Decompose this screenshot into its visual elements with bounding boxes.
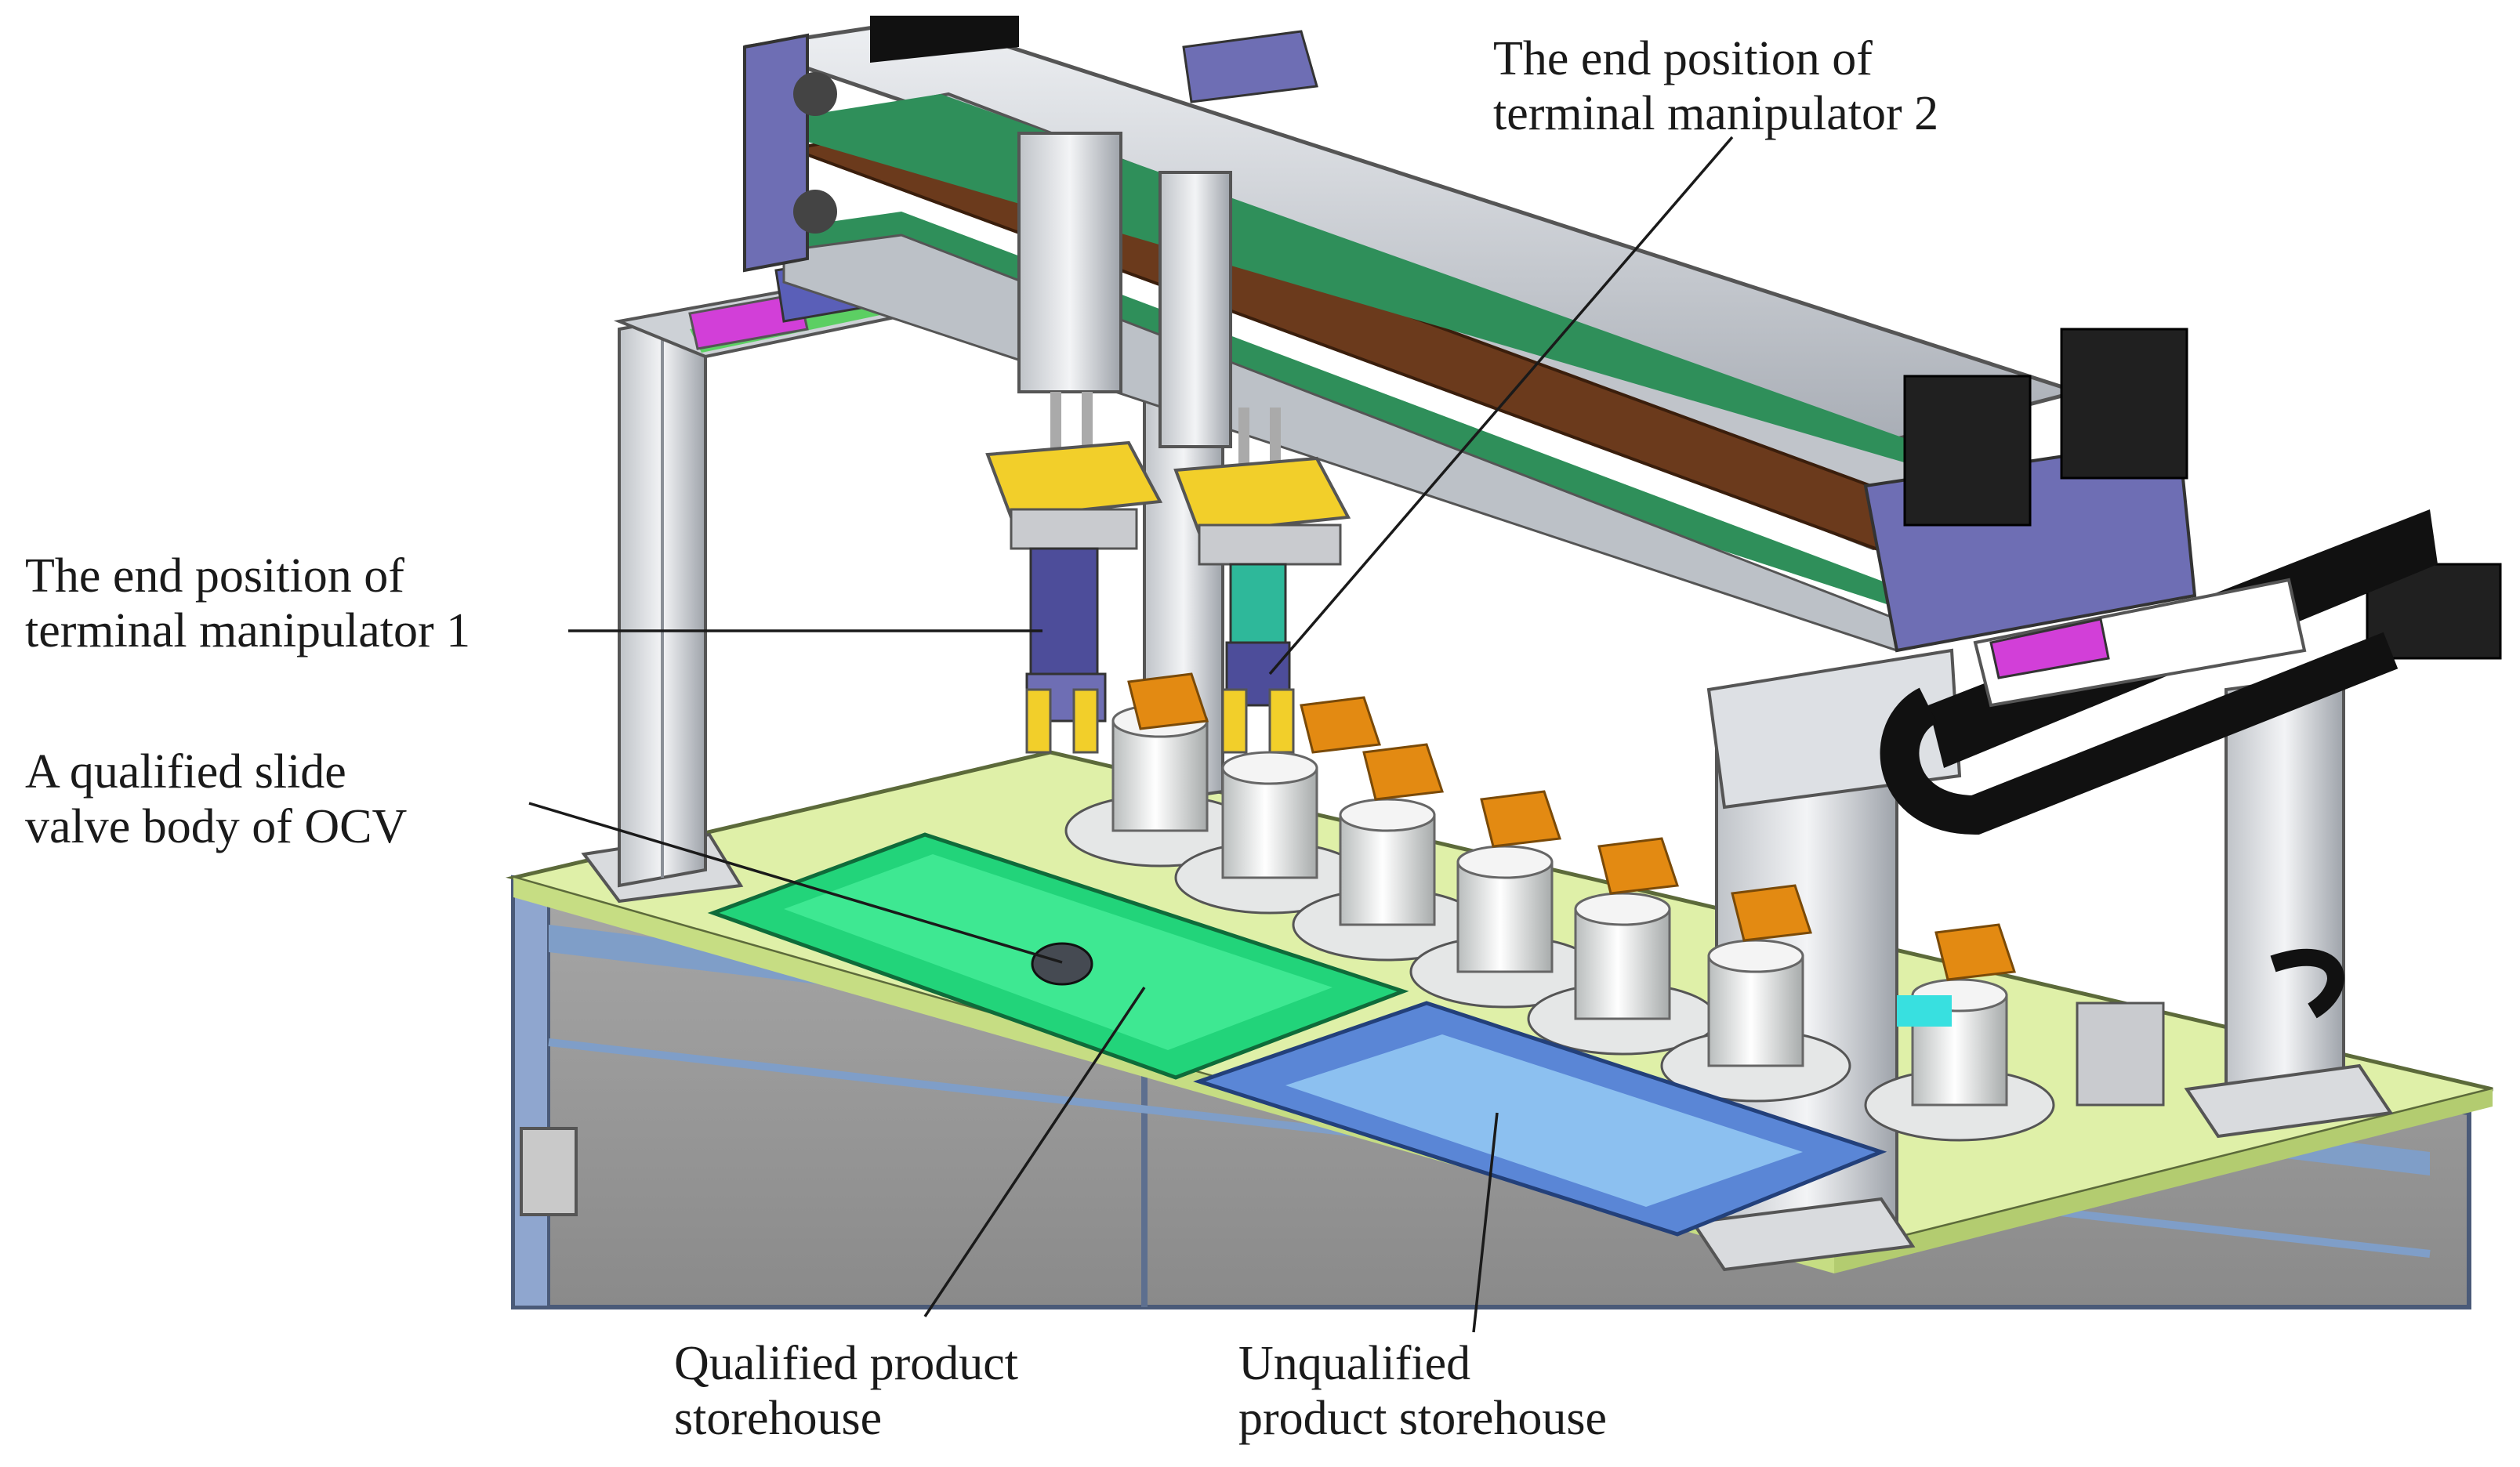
label-qualified-body: A qualified slide valve body of OCV (25, 744, 407, 854)
label-qualified-store-line2: storehouse (674, 1392, 883, 1445)
leader-line-qualified-store (923, 987, 1146, 1317)
label-manipulator-1-line2: terminal manipulator 1 (25, 604, 471, 657)
test-station (1864, 923, 2055, 1142)
leader-lines (528, 136, 1734, 1333)
motor-icon (1903, 375, 2032, 527)
leader-line-manipulator-2 (1268, 136, 1734, 676)
label-qualified-store: Qualified product storehouse (674, 1336, 1018, 1446)
valve-body-icon (1031, 942, 1093, 986)
label-manipulator-2-line2: terminal manipulator 2 (1493, 87, 1939, 140)
label-qualified-body-line1: A qualified slide (25, 745, 346, 799)
test-station (1064, 672, 1256, 868)
motor-assembly (1863, 328, 2502, 1019)
label-unqualified-store-line1: Unqualified (1238, 1337, 1471, 1390)
motor-icon (2060, 328, 2188, 480)
label-manipulator-1: The end position of terminal manipulator… (25, 549, 470, 658)
test-station (1527, 837, 1718, 1056)
cable-chain-top (870, 16, 1019, 63)
label-unqualified-store-line2: product storehouse (1238, 1392, 1608, 1445)
unqualified-tray (1193, 1001, 1887, 1237)
label-qualified-body-line2: valve body of OCV (25, 800, 408, 853)
leader-line-qualified-body (528, 802, 1063, 964)
manipulator-1 (985, 132, 1163, 754)
leader-line-unqualified-store (1472, 1112, 1499, 1333)
label-manipulator-2: The end position of terminal manipulator… (1493, 31, 1938, 141)
qualified-tray (707, 832, 1409, 1080)
gripper-icon (1173, 456, 1351, 535)
label-manipulator-1-line1: The end position of (25, 549, 404, 603)
left-post-front (581, 311, 744, 904)
manipulator-2 (1158, 171, 1351, 754)
test-station (1409, 790, 1601, 1009)
label-qualified-store-line1: Qualified product (674, 1337, 1019, 1390)
test-station (1174, 696, 1382, 915)
label-manipulator-2-line1: The end position of (1493, 32, 1873, 85)
test-station (1292, 743, 1483, 962)
test-station-row (1064, 672, 2165, 1142)
label-unqualified-store: Unqualified product storehouse (1238, 1336, 1607, 1446)
test-station (1660, 884, 1851, 1103)
beam-end-plate (743, 33, 809, 273)
hinge-icon (520, 1127, 578, 1216)
gripper-icon (985, 440, 1163, 520)
